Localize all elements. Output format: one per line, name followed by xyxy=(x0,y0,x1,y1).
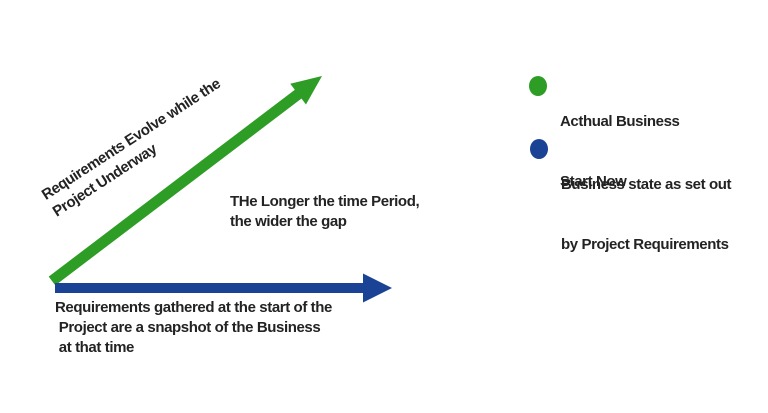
blue-arrow-label: Requirements gathered at the start of th… xyxy=(55,298,332,358)
blue-arrow-head-icon xyxy=(363,273,392,303)
legend-label-line2: Start Now xyxy=(560,173,627,190)
blue-arrow-label-line1: Requirements gathered at the start of th… xyxy=(55,299,332,316)
green-arrow-shaft xyxy=(48,87,305,286)
legend-label-line2: by Project Requirements xyxy=(561,236,729,253)
blue-arrow-label-line3: at that time xyxy=(55,339,135,356)
legend-label-actual-business: Acthual Business Start Now xyxy=(560,72,680,232)
green-dot-icon xyxy=(529,76,547,96)
legend-label-line1: Acthual Business xyxy=(560,113,680,130)
legend-item-business-state: Business state as set out by Project Req… xyxy=(530,135,731,295)
gap-label: THe Longer the time Period, the wider th… xyxy=(230,192,420,232)
legend-item-actual-business: Acthual Business Start Now xyxy=(529,72,680,232)
legend-label-line1: Business state as set out xyxy=(561,176,732,193)
blue-arrow-label-line2: Project are a snapshot of the Business xyxy=(55,319,321,336)
gap-label-line1: THe Longer the time Period, xyxy=(230,193,420,210)
legend-label-business-state: Business state as set out by Project Req… xyxy=(561,135,731,295)
gap-label-line2: the wider the gap xyxy=(230,213,347,230)
blue-arrow-shaft xyxy=(55,283,364,293)
green-arrow-head-icon xyxy=(290,76,322,105)
blue-dot-icon xyxy=(530,139,548,159)
